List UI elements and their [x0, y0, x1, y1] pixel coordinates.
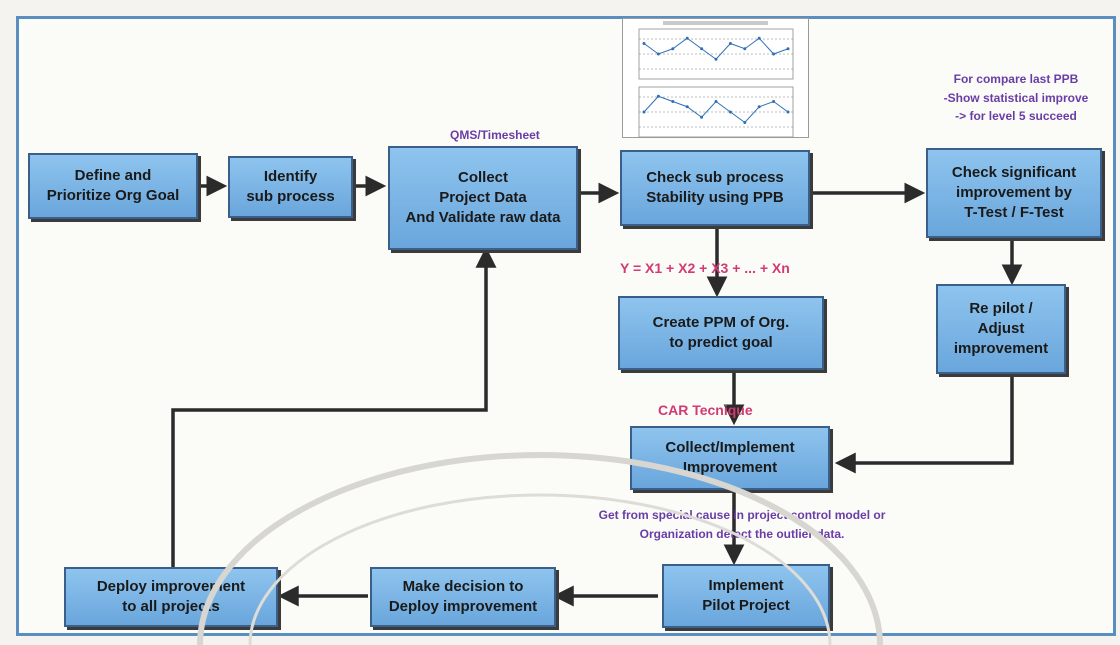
control-chart-svg [638, 21, 794, 138]
diagram-frame [16, 16, 1116, 636]
node-check-significant: Check significant improvement by T-Test … [926, 148, 1102, 238]
chart-point [671, 100, 675, 103]
chart-point [743, 121, 747, 124]
chart-point [714, 57, 718, 61]
annotation-compare-ppb: For compare last PPB -Show statistical i… [943, 72, 1089, 124]
annotation-qms-timesheet: QMS/Timesheet [450, 128, 540, 142]
node-re-pilot: Re pilot / Adjust improvement [936, 284, 1066, 374]
chart-point [685, 36, 689, 40]
chart-point [714, 100, 718, 103]
chart-point [757, 36, 761, 40]
chart-point [772, 52, 776, 56]
chart-point [671, 47, 675, 51]
watermark-seal [197, 452, 883, 645]
annotation-car-technique: CAR Tecnique [658, 402, 753, 418]
node-create-ppm: Create PPM of Org. to predict goal [618, 296, 824, 370]
chart-point [685, 105, 689, 109]
chart-point [728, 110, 732, 114]
chart-point [700, 115, 704, 119]
chart-point [642, 110, 646, 114]
node-check-stability: Check sub process Stability using PPB [620, 150, 810, 226]
chart-point [757, 105, 761, 109]
node-implement-pilot: Implement Pilot Project [662, 564, 830, 628]
chart-title-strip [663, 21, 768, 25]
control-chart-thumbnail [622, 18, 809, 138]
arrow-re-pilot-to-collect-implement [834, 375, 1014, 474]
chart-point [743, 47, 747, 51]
node-collect-project-data: Collect Project Data And Validate raw da… [388, 146, 578, 250]
chart-point [700, 47, 704, 51]
node-make-decision: Make decision to Deploy improvement [370, 567, 556, 627]
arrow-deploy-to-collect [171, 246, 497, 570]
annotation-equation: Y = X1 + X2 + X3 + ... + Xn [620, 260, 790, 276]
chart-point [656, 94, 660, 98]
node-identify-sub-process: Identify sub process [228, 156, 353, 218]
chart-point [656, 52, 660, 56]
node-define-goal: Define and Prioritize Org Goal [28, 153, 198, 219]
chart-point [786, 47, 790, 51]
node-deploy-all: Deploy improvement to all projects [64, 567, 278, 627]
chart-point [642, 42, 646, 45]
chart-point [728, 42, 732, 45]
chart-point [772, 100, 776, 103]
chart-point [786, 110, 790, 114]
